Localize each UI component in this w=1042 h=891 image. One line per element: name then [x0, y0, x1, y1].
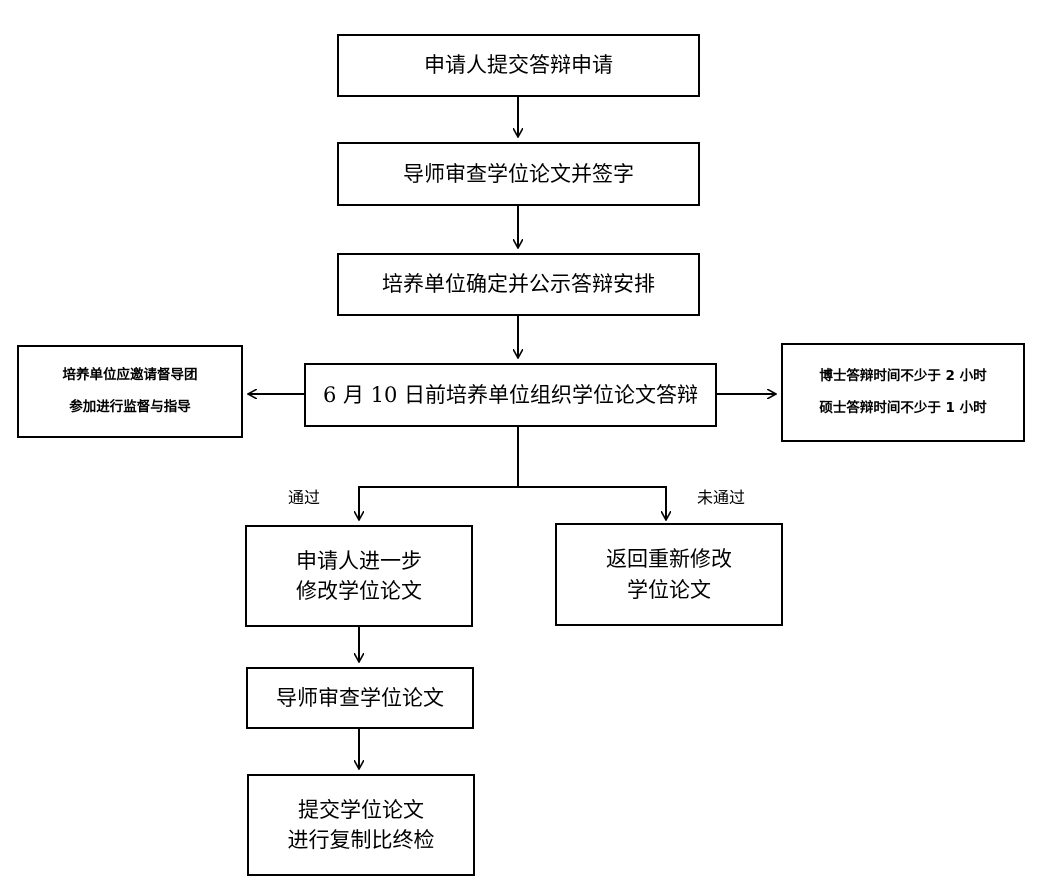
step-submit-application-label: 申请人提交答辩申请 [424, 53, 613, 78]
step-further-revision-line2: 修改学位论文 [296, 579, 422, 603]
branch-pass-label: 通过 [288, 488, 321, 507]
step-return-revise: 返回重新修改 学位论文 [555, 523, 783, 626]
note-defense-duration: 博士答辩时间不少于 2 小时 硕士答辩时间不少于 1 小时 [781, 343, 1025, 442]
step-final-check-line2: 进行复制比终检 [287, 828, 435, 852]
branch-fail-arrow [518, 486, 666, 520]
branch-fail-label: 未通过 [697, 488, 746, 507]
step-confirm-arrangement-label: 培养单位确定并公示答辩安排 [382, 272, 655, 297]
step-supervisor-review-sign: 导师审查学位论文并签字 [337, 142, 700, 206]
note-defense-duration-line1: 博士答辩时间不少于 2 小时 [819, 367, 987, 384]
step-organize-defense-label: 6 月 10 日前培养单位组织学位论文答辩 [322, 382, 699, 407]
step-return-revise-line2: 学位论文 [627, 577, 711, 602]
step-further-revision-line1: 申请人进一步 [296, 548, 422, 573]
step-supervisor-review: 导师审查学位论文 [246, 667, 474, 729]
note-defense-duration-line2: 硕士答辩时间不少于 1 小时 [819, 399, 987, 416]
note-supervision: 培养单位应邀请督导团 参加进行监督与指导 [17, 345, 243, 438]
step-organize-defense: 6 月 10 日前培养单位组织学位论文答辩 [304, 363, 717, 427]
step-submit-application: 申请人提交答辩申请 [337, 34, 700, 97]
note-supervision-line2: 参加进行监督与指导 [69, 398, 191, 415]
step-supervisor-review-label: 导师审查学位论文 [276, 685, 444, 710]
step-supervisor-review-sign-label: 导师审查学位论文并签字 [403, 161, 634, 186]
step-final-check-line1: 提交学位论文 [298, 797, 424, 822]
step-return-revise-line1: 返回重新修改 [606, 547, 732, 572]
branch-pass-arrow [359, 486, 518, 520]
step-further-revision: 申请人进一步 修改学位论文 [245, 525, 473, 627]
note-supervision-line1: 培养单位应邀请督导团 [62, 366, 198, 383]
step-confirm-arrangement: 培养单位确定并公示答辩安排 [337, 253, 700, 316]
step-final-check: 提交学位论文 进行复制比终检 [247, 774, 475, 876]
